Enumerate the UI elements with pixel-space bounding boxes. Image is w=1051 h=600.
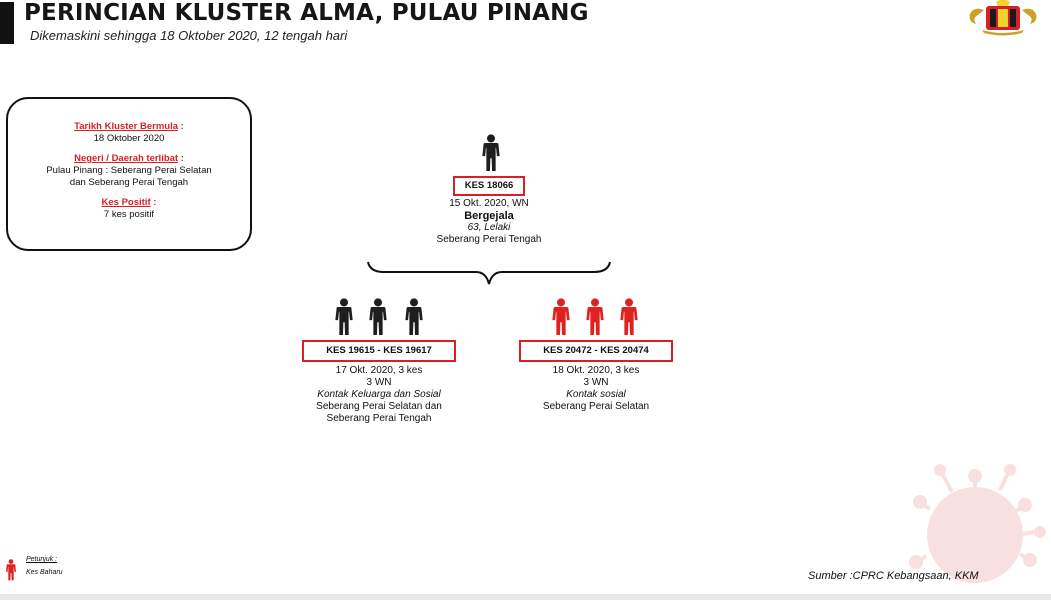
index-case-demographic: 63, Lelaki — [467, 222, 511, 233]
legend-new-case-label: Kes Baharu — [26, 569, 63, 576]
start-date-label: Tarikh Kluster Bermula — [74, 121, 178, 132]
person-icon-red — [617, 298, 641, 336]
left-group-location-1: Seberang Perai Selatan dan — [316, 401, 442, 412]
index-case-date: 15 Okt. 2020, WN — [449, 198, 529, 209]
person-icon — [402, 298, 426, 336]
area-value-line-1: Pulau Pinang : Seberang Perai Selatan — [46, 165, 212, 176]
person-icon — [332, 298, 356, 336]
index-case-status: Bergejala — [464, 210, 514, 222]
person-icon-red — [583, 298, 607, 336]
right-group-details: 18 Okt. 2020, 3 kes 3 WN Kontak sosial S… — [503, 365, 689, 413]
right-group-nationality: 3 WN — [583, 377, 609, 388]
source-credit: Sumber :CPRC Kebangsaan, KKM — [808, 570, 979, 582]
curly-brace-connector — [367, 261, 611, 285]
right-group-date: 18 Okt. 2020, 3 kes — [552, 365, 640, 376]
bottom-divider — [0, 594, 1051, 600]
area-value-line-2: dan Seberang Perai Tengah — [69, 177, 189, 188]
title-accent-bar — [0, 2, 14, 44]
ministry-crest-logo — [969, 0, 1037, 36]
person-icon-red — [549, 298, 573, 336]
page-subtitle: Dikemaskini sehingga 18 Oktober 2020, 12… — [30, 28, 348, 43]
index-case-id: KES 18066 — [453, 176, 525, 196]
index-case-location: Seberang Perai Tengah — [436, 234, 542, 245]
area-label: Negeri / Daerah terlibat — [74, 153, 179, 164]
left-group-location-2: Seberang Perai Tengah — [326, 413, 432, 424]
page-title: PERINCIAN KLUSTER ALMA, PULAU PINANG — [24, 0, 589, 26]
virus-watermark — [909, 464, 1046, 583]
legend-title: Petunjuk : — [26, 556, 58, 563]
right-group-case-ids: KES 20472 - KES 20474 — [519, 340, 673, 362]
left-group-case-ids: KES 19615 - KES 19617 — [302, 340, 456, 362]
right-group-location: Seberang Perai Selatan — [542, 401, 650, 412]
left-group-date: 17 Okt. 2020, 3 kes — [335, 365, 423, 376]
person-icon — [479, 134, 503, 172]
left-group-contact: Kontak Keluarga dan Sosial — [317, 389, 441, 400]
person-icon — [366, 298, 390, 336]
positive-cases-value: 7 kes positif — [103, 209, 155, 220]
right-group-contact: Kontak sosial — [566, 389, 626, 400]
left-group-details: 17 Okt. 2020, 3 kes 3 WN Kontak Keluarga… — [286, 365, 472, 425]
left-group-nationality: 3 WN — [366, 377, 392, 388]
start-date-value: 18 Oktober 2020 — [93, 133, 165, 144]
positive-cases-label: Kes Positif — [101, 197, 151, 208]
legend-person-icon-red — [4, 559, 18, 581]
index-case-details: 15 Okt. 2020, WN Bergejala 63, Lelaki Se… — [398, 198, 580, 246]
cluster-info-box: Tarikh Kluster Bermula : 18 Oktober 2020… — [6, 97, 252, 251]
